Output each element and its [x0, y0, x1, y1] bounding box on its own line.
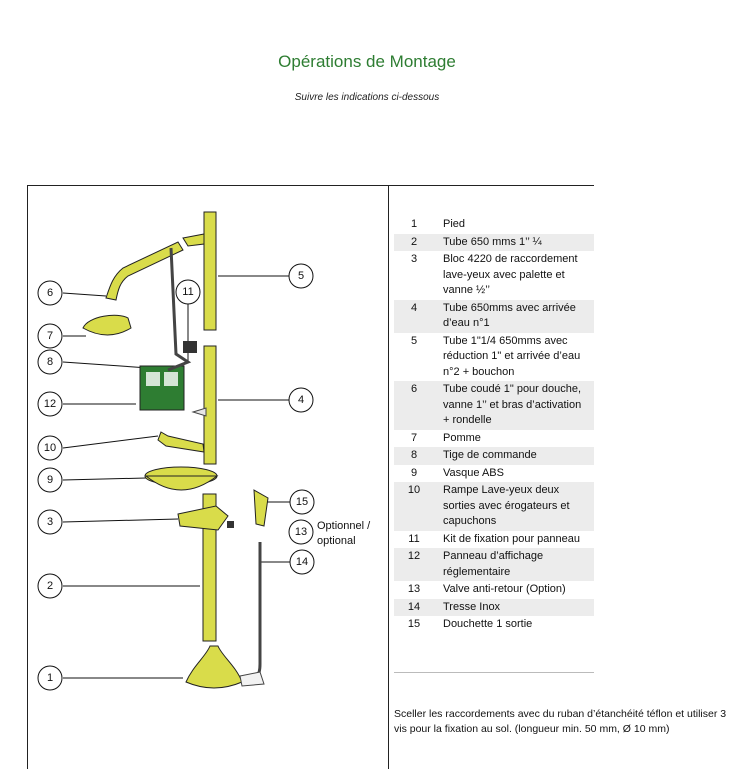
parts-row: 14 Tresse Inox [394, 598, 594, 616]
svg-text:14: 14 [296, 556, 308, 568]
part-number: 9 [410, 466, 418, 479]
assembly-parts [82, 211, 269, 689]
part-number: 6 [410, 383, 418, 395]
part-number: 15 [407, 618, 421, 630]
installation-note: Sceller les raccordements avec du ruban … [394, 708, 727, 735]
page-subtitle: Suivre les indications ci-dessous [294, 92, 440, 103]
callout-14: 14 [289, 549, 315, 575]
part-label: Tube 650mms avec arrivée d’eau n°1 [443, 301, 576, 330]
parts-row: 2 Tube 650 mms 1’’ ¼ [394, 233, 594, 251]
callout-7: 7 [37, 323, 63, 349]
callout-5: 5 [288, 263, 314, 289]
part-label: Panneau d’affichage réglementaire [443, 550, 544, 578]
part-number: 2 [410, 235, 418, 248]
part-label: Pied [443, 218, 466, 230]
check-valve [227, 521, 234, 528]
callout-3: 3 [37, 509, 63, 535]
part-label: Vasque ABS [443, 466, 504, 479]
parts-list: 1 Pied 2 Tube 650 mms 1’’ ¼ 3 Bloc 4220 de ra… [394, 216, 594, 634]
svg-text:15: 15 [296, 496, 308, 508]
part-number: 12 [407, 550, 421, 562]
parts-row: 11 Kit de fixation pour panneau [394, 531, 594, 549]
part-number: 8 [410, 449, 418, 461]
callout-13: 13 [288, 519, 314, 545]
part-number: 14 [407, 600, 421, 613]
svg-text:9: 9 [47, 474, 53, 486]
optional-label-line1: Optionnel / [317, 520, 371, 532]
callout-11: 11 [175, 279, 201, 305]
parts-row: 15 Douchette 1 sortie [394, 616, 594, 634]
svg-text:7: 7 [47, 330, 53, 342]
callout-4: 4 [288, 387, 314, 413]
part-number: 1 [410, 218, 418, 230]
part-number: 7 [410, 431, 418, 444]
parts-row: 3 Bloc 4220 de raccordement lave-yeux ave… [394, 251, 594, 300]
svg-text:3: 3 [47, 516, 53, 528]
parts-row: 12 Panneau d’affichage réglementaire [394, 548, 594, 581]
part-label: Pomme [443, 431, 481, 444]
part-number: 4 [410, 301, 418, 314]
parts-row: 6 Tube coudé 1" pour douche, vanne 1’’ et… [394, 381, 594, 430]
part-label: Tige de commande [443, 449, 537, 461]
svg-text:11: 11 [182, 286, 193, 298]
svg-text:4: 4 [298, 394, 304, 406]
callout-1: 1 [37, 665, 63, 691]
parts-row: 13 Valve anti-retour (Option) [394, 581, 594, 599]
svg-text:12: 12 [44, 398, 56, 410]
callout-12: 12 [37, 391, 63, 417]
part-number: 11 [408, 532, 420, 545]
stainless-hose [247, 542, 262, 679]
part-number: 10 [407, 484, 421, 496]
parts-row: 7 Pomme [394, 430, 594, 448]
part-label: Tube coudé 1" pour douche, vanne 1’’ et … [443, 383, 582, 426]
part-label: Tresse Inox [443, 600, 501, 613]
callout-2: 2 [37, 573, 63, 599]
parts-list-bottom-border [394, 672, 594, 673]
parts-row: 5 Tube 1"1/4 650mms avec réduction 1" et … [394, 333, 594, 382]
parts-row: 10 Rampe Lave-yeux deux sorties avec érog… [394, 482, 594, 531]
svg-text:8: 8 [47, 356, 53, 368]
callout-10: 10 [37, 435, 63, 461]
foot-outlet [239, 671, 265, 687]
part-label: Rampe Lave-yeux deux sorties avec érogat… [443, 484, 570, 527]
part-label: Bloc 4220 de raccordement lave-yeux avec… [443, 253, 578, 296]
table-top-border [388, 185, 594, 186]
part-number: 13 [407, 583, 421, 595]
part-label: Kit de fixation pour panneau [443, 532, 580, 545]
part-number: 5 [410, 334, 418, 347]
svg-text:10: 10 [44, 442, 56, 454]
part-number: 3 [410, 253, 418, 265]
figure-frame [27, 185, 389, 769]
part-label: Tube 1"1/4 650mms avec réduction 1" et a… [443, 334, 581, 378]
callout-9: 9 [37, 467, 63, 493]
eye-wash-nozzle [191, 407, 207, 417]
callout-6: 6 [37, 280, 63, 306]
part-label: Valve anti-retour (Option) [443, 583, 566, 595]
callout-15: 15 [289, 489, 315, 515]
optional-label-line2: optional [317, 535, 356, 547]
parts-row: 1 Pied [394, 216, 594, 234]
panel-bracket [183, 341, 197, 353]
svg-text:1: 1 [47, 672, 53, 684]
pull-rod [167, 247, 192, 372]
svg-text:13: 13 [295, 526, 307, 538]
parts-row: 9 Vasque ABS [394, 465, 594, 483]
part-label: Douchette 1 sortie [443, 618, 533, 630]
svg-text:5: 5 [298, 270, 304, 282]
callout-8: 8 [37, 349, 63, 375]
svg-text:6: 6 [47, 287, 53, 299]
exploded-assembly-diagram: 6 7 8 12 10 9 3 2 1 11 5 4 15 13 14 Opti… [37, 211, 371, 691]
part-label: Tube 650 mms 1’’ ¼ [443, 235, 542, 248]
svg-text:2: 2 [47, 580, 53, 592]
parts-row: 4 Tube 650mms avec arrivée d’eau n°1 [394, 299, 594, 333]
parts-row: 8 Tige de commande [394, 447, 594, 465]
page-title: Opérations de Montage [278, 52, 456, 71]
